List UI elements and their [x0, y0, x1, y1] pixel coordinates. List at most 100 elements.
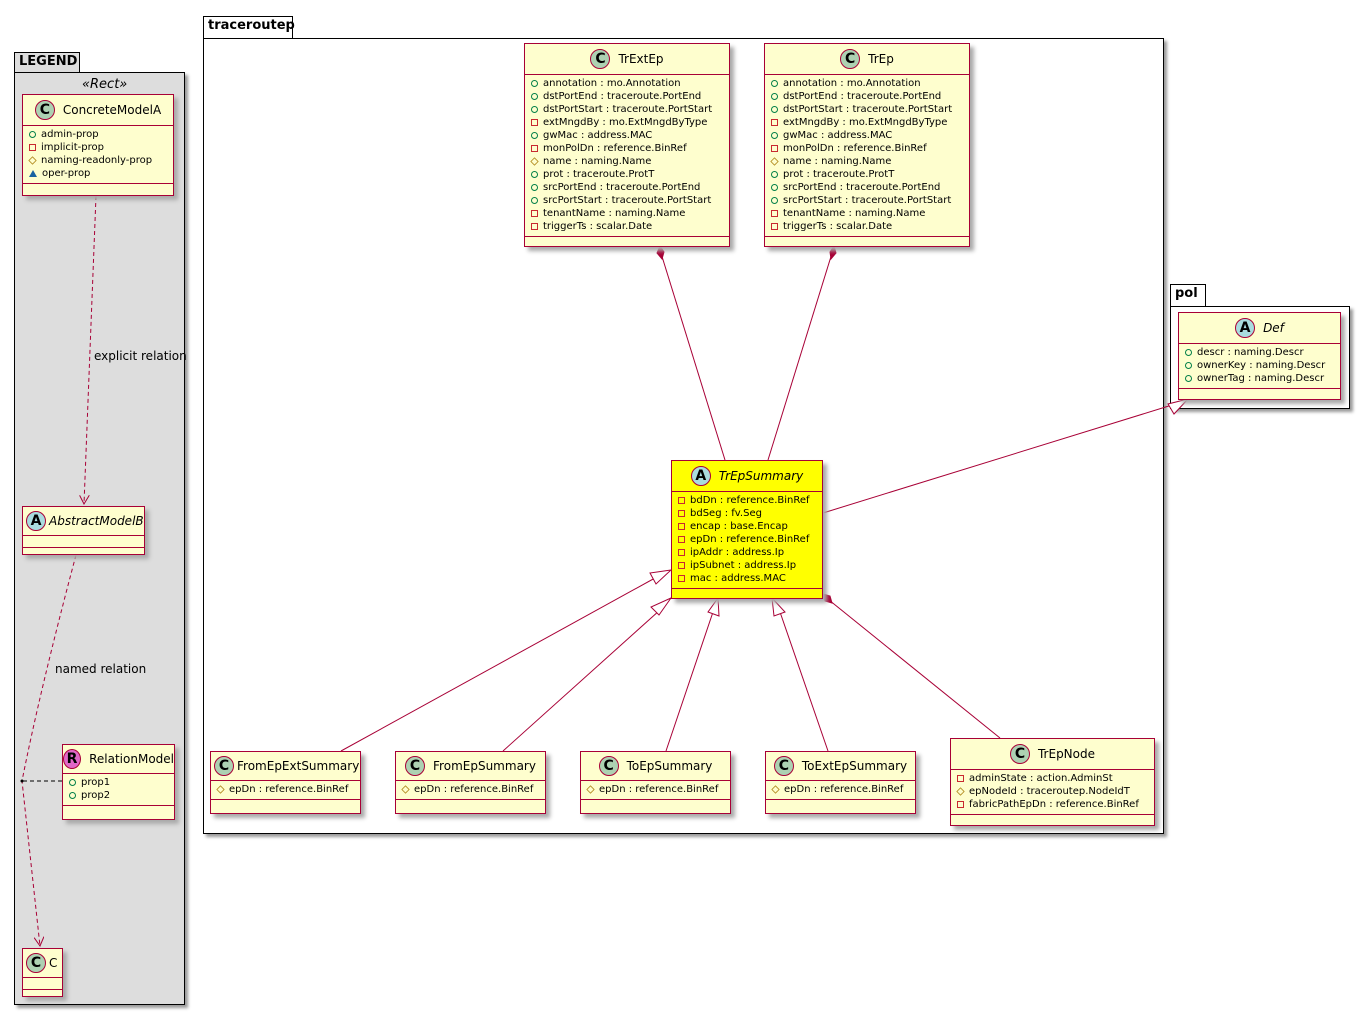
- private-icon: [531, 210, 538, 217]
- public-icon: [771, 171, 778, 178]
- trextep-diamond: [656, 244, 665, 261]
- attribute-text: dstPortStart : traceroute.PortStart: [543, 104, 713, 115]
- attribute: prop2: [69, 789, 168, 802]
- method-list: [1179, 389, 1340, 395]
- named-relation-edge: [21, 554, 77, 946]
- method-list: [766, 800, 915, 806]
- attribute-text: gwMac : address.MAC: [783, 130, 893, 141]
- attribute: annotation : mo.Annotation: [531, 77, 723, 90]
- private-icon: [678, 510, 685, 517]
- attribute-text: implicit-prop: [41, 142, 104, 153]
- public-icon: [771, 93, 778, 100]
- attribute-text: encap : base.Encap: [690, 521, 788, 532]
- attribute: annotation : mo.Annotation: [771, 77, 963, 90]
- attribute-text: triggerTs : scalar.Date: [783, 221, 893, 232]
- attribute-text: prop1: [81, 777, 111, 788]
- attribute-text: epDn : reference.BinRef: [784, 784, 904, 795]
- attribute-list: [23, 978, 62, 990]
- attribute-text: dstPortEnd : traceroute.PortEnd: [783, 91, 942, 102]
- attribute-text: epNodeId : traceroutep.NodeIdT: [969, 786, 1130, 797]
- method-list: [63, 806, 174, 812]
- private-icon: [771, 119, 778, 126]
- attribute: prot : traceroute.ProtT: [531, 168, 723, 181]
- attribute: descr : naming.Descr: [1185, 346, 1334, 359]
- attribute: bdDn : reference.BinRef: [678, 494, 816, 507]
- private-icon: [531, 119, 538, 126]
- private-icon: [771, 145, 778, 152]
- public-icon: [531, 184, 538, 191]
- attribute: bdSeg : fv.Seg: [678, 507, 816, 520]
- attribute-text: descr : naming.Descr: [1197, 347, 1304, 358]
- attribute: name : naming.Name: [770, 155, 963, 168]
- public-icon: [531, 106, 538, 113]
- class-name: TrEpSummary: [718, 469, 804, 483]
- private-icon: [678, 549, 685, 556]
- toextepsummary-triangle: [771, 596, 786, 617]
- attribute: extMngdBy : mo.ExtMngdByType: [771, 116, 963, 129]
- attribute-text: name : naming.Name: [543, 156, 652, 167]
- named-relation-label: named relation: [55, 662, 147, 676]
- public-icon: [531, 132, 538, 139]
- public-icon: [1185, 375, 1192, 382]
- protected-icon: [28, 156, 37, 165]
- private-icon: [531, 223, 538, 230]
- attribute-list: epDn : reference.BinRef: [766, 781, 915, 800]
- method-list: [672, 589, 822, 595]
- protected-icon: [586, 785, 595, 794]
- abstract-class-icon: A: [690, 466, 711, 486]
- private-icon: [957, 801, 964, 808]
- attribute: epDn : reference.BinRef: [586, 783, 724, 796]
- attribute-text: ownerTag : naming.Descr: [1197, 373, 1325, 384]
- attribute-text: prot : traceroute.ProtT: [543, 169, 655, 180]
- attribute: epDn : reference.BinRef: [678, 533, 816, 546]
- public-icon: [531, 171, 538, 178]
- attribute: dstPortEnd : traceroute.PortEnd: [771, 90, 963, 103]
- class-name: ConcreteModelA: [62, 103, 162, 117]
- fromepsummary-inheritance: [502, 609, 661, 752]
- traceroutep-package-tab: traceroutep: [203, 16, 295, 39]
- protected-icon: [216, 785, 225, 794]
- pol-package: [1170, 306, 1350, 409]
- attribute: srcPortStart : traceroute.PortStart: [531, 194, 723, 207]
- public-icon: [771, 184, 778, 191]
- attribute-text: name : naming.Name: [783, 156, 892, 167]
- attribute: dstPortStart : traceroute.PortStart: [771, 103, 963, 116]
- class-icon: C: [590, 49, 611, 69]
- method-list: [23, 184, 173, 190]
- attribute-text: srcPortEnd : traceroute.PortEnd: [783, 182, 941, 193]
- attribute: epDn : reference.BinRef: [771, 783, 909, 796]
- toepsummary-triangle: [707, 596, 720, 617]
- toepsummary-inheritance: [665, 611, 714, 752]
- trextep-composition: [659, 249, 726, 461]
- attribute-text: ipSubnet : address.Ip: [690, 560, 797, 571]
- attribute-text: annotation : mo.Annotation: [783, 78, 921, 89]
- private-icon: [678, 536, 685, 543]
- attribute: triggerTs : scalar.Date: [531, 220, 723, 233]
- method-list: [23, 548, 144, 554]
- class-name: RelationModel: [89, 752, 174, 766]
- fromepextsummary-inheritance: [340, 577, 656, 752]
- attribute: mac : address.MAC: [678, 572, 816, 585]
- def-triangle: [1167, 398, 1190, 415]
- attribute-text: annotation : mo.Annotation: [543, 78, 681, 89]
- attribute: epNodeId : traceroutep.NodeIdT: [956, 785, 1148, 798]
